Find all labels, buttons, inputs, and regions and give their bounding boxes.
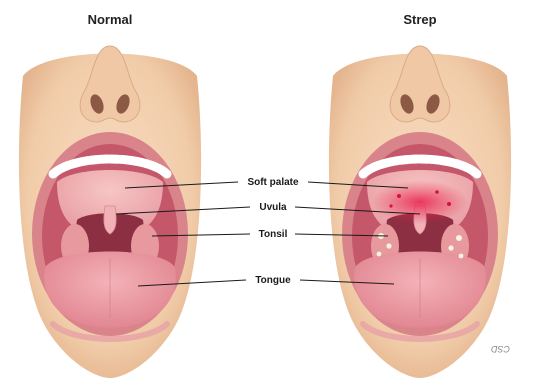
caption-strep: Strep [403, 12, 436, 27]
label-soft-palate: Soft palate [247, 177, 299, 188]
strep-mouth-illustration [329, 46, 511, 378]
caption-normal: Normal [88, 12, 133, 27]
normal-mouth-illustration [19, 46, 201, 378]
label-uvula: Uvula [259, 202, 287, 213]
artist-signature: CSD [490, 344, 510, 354]
label-tongue: Tongue [255, 275, 291, 286]
label-tonsil: Tonsil [259, 229, 288, 240]
